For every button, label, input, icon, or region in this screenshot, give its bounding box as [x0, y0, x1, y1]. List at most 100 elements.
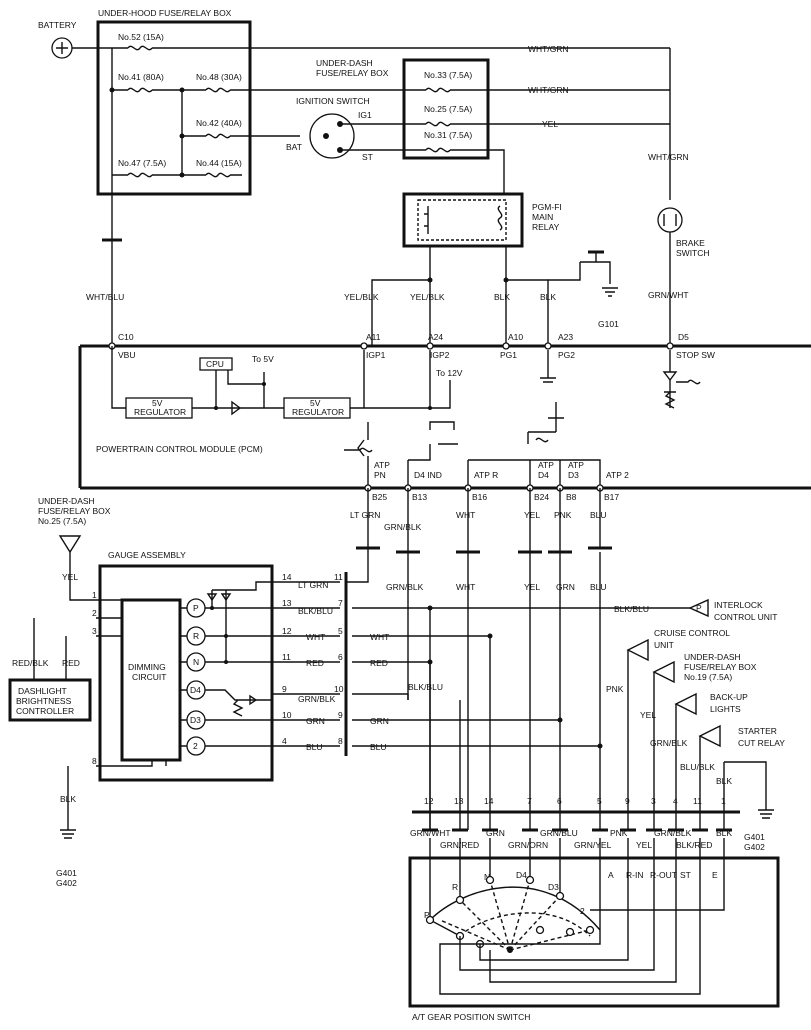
- gauge-pin-2: 2: [92, 608, 97, 618]
- relay-label-3: RELAY: [532, 222, 560, 232]
- gauge-assembly: [98, 564, 274, 782]
- pos-p: P: [424, 910, 430, 920]
- cp-11: 11: [334, 572, 343, 582]
- sw-pin-7: 7: [527, 796, 532, 806]
- interlock-1: INTERLOCK: [714, 600, 763, 610]
- gw-grn: GRN: [306, 716, 325, 726]
- ind-p: P: [193, 603, 199, 613]
- dash25-3: No.25 (7.5A): [38, 516, 86, 526]
- gauge-pin-1: 1: [92, 590, 97, 600]
- fuse-52: No.52 (15A): [118, 32, 164, 42]
- reg2-a: 5V: [310, 398, 321, 408]
- interlock-p: P: [696, 603, 702, 613]
- wire-whtgrn-1: WHT/GRN: [528, 85, 569, 95]
- pin-b16: B16: [472, 492, 487, 502]
- ind-d4: D4: [190, 685, 201, 695]
- pos-d3: D3: [548, 882, 559, 892]
- to12v-label: To 12V: [436, 368, 463, 378]
- gauge-pin-4: 4: [282, 736, 287, 746]
- sw-w-grnwht: GRN/WHT: [410, 828, 451, 838]
- mw-blkblu: BLK/BLU: [408, 682, 443, 692]
- fuse-48: No.48 (30A): [196, 72, 242, 82]
- ignition-title: IGNITION SWITCH: [296, 96, 370, 106]
- pcm-pin-a11: A11: [366, 332, 381, 342]
- fuse-33: No.33 (7.5A): [424, 70, 472, 80]
- wire-whtgrn-top: WHT/GRN: [528, 44, 569, 54]
- dimmer-3: CONTROLLER: [16, 706, 74, 716]
- wire-pnk-2: PNK: [606, 684, 624, 694]
- pgm-fi-main-relay: [402, 192, 524, 248]
- sw-w-yel: YEL: [636, 840, 652, 850]
- pos-rin: R-IN: [626, 870, 643, 880]
- cpu-label: CPU: [206, 359, 224, 369]
- g401-left-a: G401: [56, 868, 77, 878]
- cp-5: 5: [338, 626, 343, 636]
- dash19-1: UNDER-DASH: [684, 652, 741, 662]
- ind-r: R: [193, 631, 199, 641]
- cruise-1: CRUISE CONTROL: [654, 628, 730, 638]
- wire-yel: YEL: [524, 510, 540, 520]
- wire-blk-3: BLK: [716, 776, 732, 786]
- wire-wht-2: WHT: [456, 582, 475, 592]
- wire-whtblu: WHT/BLU: [86, 292, 124, 302]
- gear-position-switch: [408, 856, 780, 1008]
- sw-w-grnyel: GRN/YEL: [574, 840, 612, 850]
- dash25-wire: YEL: [62, 572, 78, 582]
- wire-grn-2: GRN: [556, 582, 575, 592]
- ignition-switch: [309, 113, 355, 159]
- wire-grnblk: GRN/BLK: [384, 522, 422, 532]
- g401-right-b: G402: [744, 842, 765, 852]
- sw-w-grnblu: GRN/BLU: [540, 828, 578, 838]
- pcm-pin-c10: C10: [118, 332, 134, 342]
- wire-yel-3: YEL: [640, 710, 656, 720]
- relay-label-2: MAIN: [532, 212, 553, 222]
- ind-n: N: [193, 657, 199, 667]
- switch-title: A/T GEAR POSITION SWITCH: [412, 1012, 530, 1022]
- dimmer-1: DASHLIGHT: [18, 686, 67, 696]
- mw-blu: BLU: [370, 742, 387, 752]
- reg1-a: 5V: [152, 398, 163, 408]
- sw-pin-12: 12: [424, 796, 434, 806]
- pcm-d3: D3: [568, 470, 579, 480]
- sw-pin-3: 3: [651, 796, 656, 806]
- dash25-1: UNDER-DASH: [38, 496, 95, 506]
- mw-grn: GRN: [370, 716, 389, 726]
- gw-wht: WHT: [306, 632, 325, 642]
- gw-blkblu: BLK/BLU: [298, 606, 333, 616]
- sw-pin-1: 1: [721, 796, 726, 806]
- gw-red: RED: [306, 658, 324, 668]
- dimming-2: CIRCUIT: [132, 672, 166, 682]
- interlock-2: CONTROL UNIT: [714, 612, 777, 622]
- wire-blu-2: BLU: [590, 582, 607, 592]
- wire-yelblk-1: YEL/BLK: [344, 292, 379, 302]
- wire-blublk: BLU/BLK: [680, 762, 715, 772]
- ind-2: 2: [193, 741, 198, 751]
- starter-2: CUT RELAY: [738, 738, 785, 748]
- pos-a: A: [608, 870, 614, 880]
- dash19-3: No.19 (7.5A): [684, 672, 732, 682]
- pos-d4: D4: [516, 870, 527, 880]
- starter-1: STARTER: [738, 726, 777, 736]
- gw-ltgrn: LT GRN: [298, 580, 328, 590]
- pcm-atp-2: ATP: [538, 460, 554, 470]
- wire-blk-2: BLK: [540, 292, 556, 302]
- cp-8: 8: [338, 736, 343, 746]
- sw-w-grnorn: GRN/ORN: [508, 840, 548, 850]
- dashlight-controller: [8, 678, 92, 722]
- sw-pin-6: 6: [557, 796, 562, 806]
- cp-6: 6: [338, 652, 343, 662]
- gauge-pin-8: 8: [92, 756, 97, 766]
- pin-b24: B24: [534, 492, 549, 502]
- backup-1: BACK-UP: [710, 692, 748, 702]
- wire-pnk: PNK: [554, 510, 572, 520]
- pos-e: E: [712, 870, 718, 880]
- gauge-pin-11: 11: [282, 652, 291, 662]
- hood-box-title: UNDER-HOOD FUSE/RELAY BOX: [98, 8, 232, 18]
- cruise-2: UNIT: [654, 640, 674, 650]
- pos-2: 2: [580, 906, 585, 916]
- dimmer-wire-2: RED: [62, 658, 80, 668]
- pos-rout: R-OUT: [650, 870, 677, 880]
- gauge-indicators: [186, 598, 206, 756]
- sw-w-pnk: PNK: [610, 828, 628, 838]
- dimming-1: DIMMING: [128, 662, 166, 672]
